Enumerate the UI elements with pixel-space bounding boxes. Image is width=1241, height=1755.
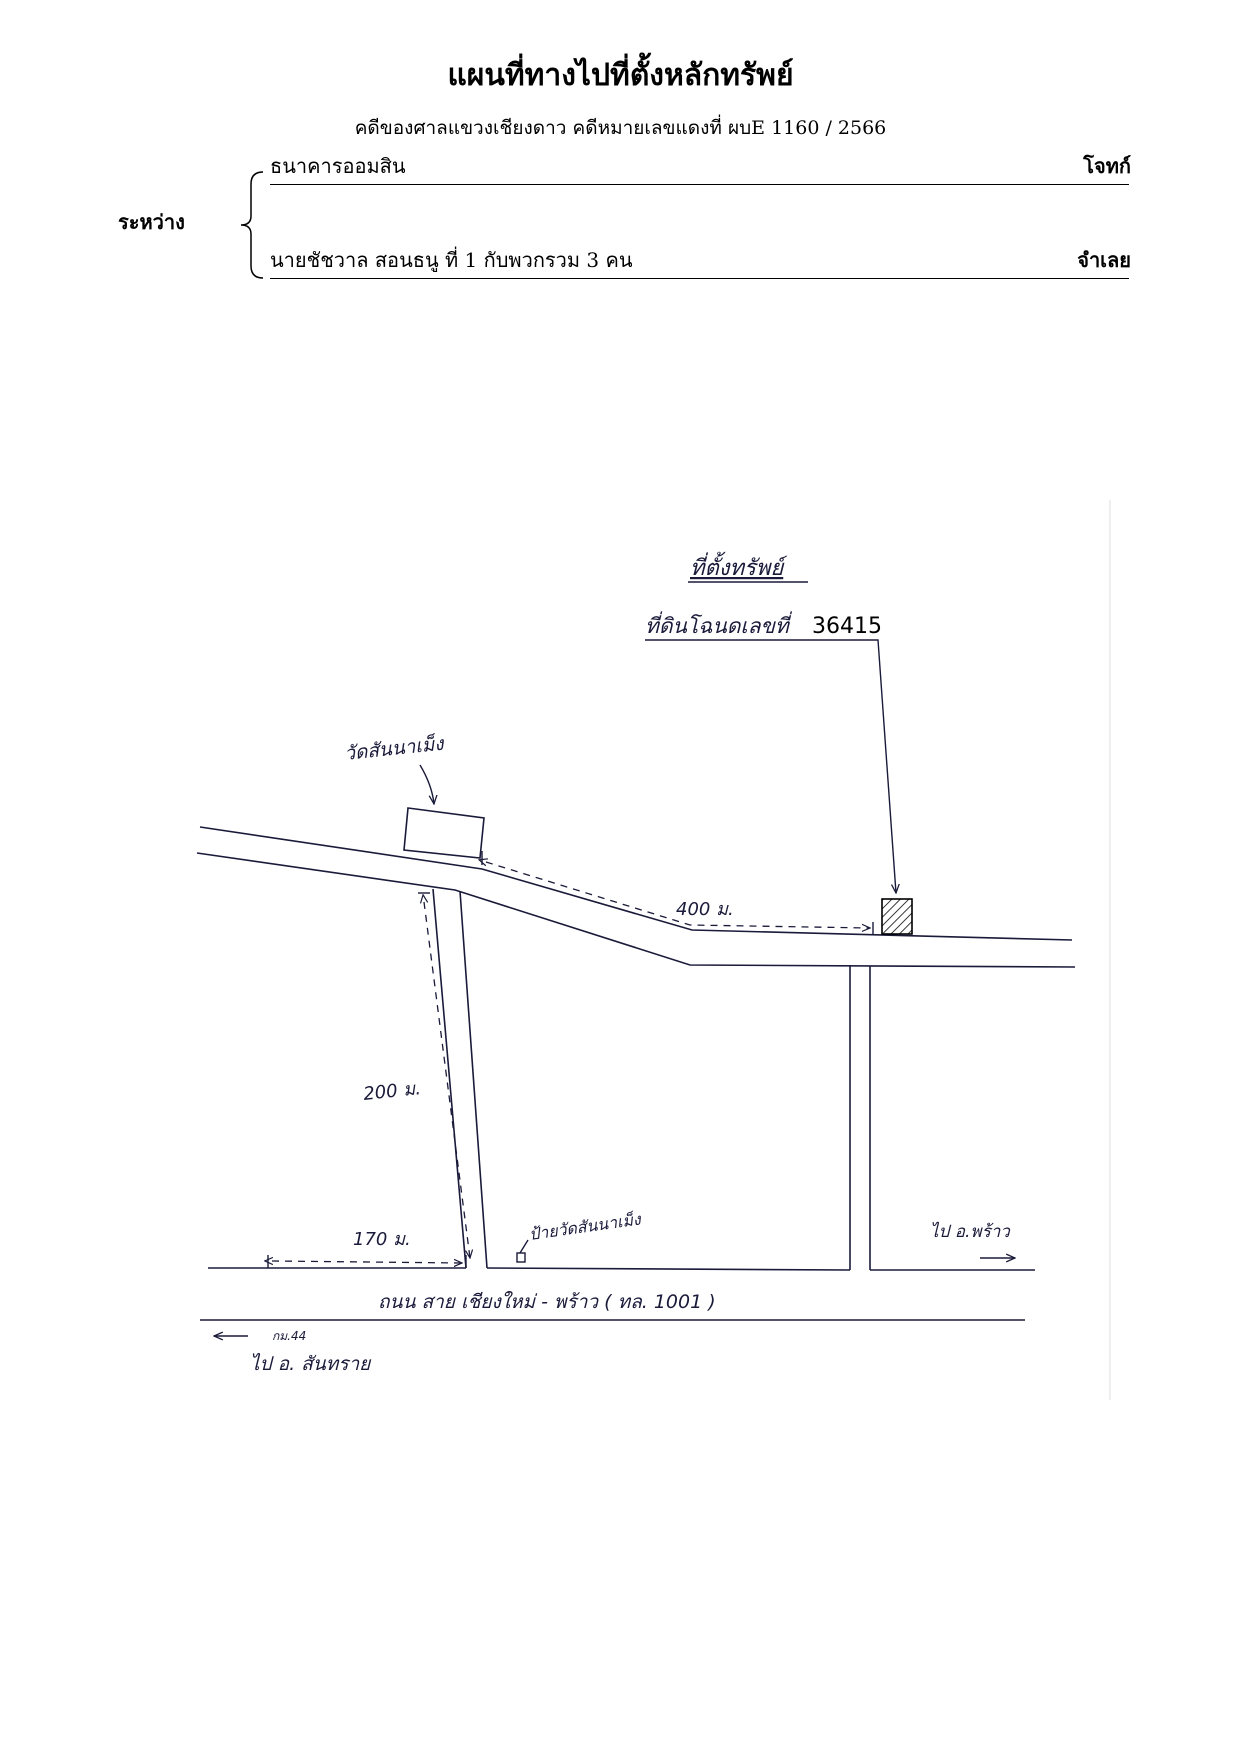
property-heading: ที่ตั้งทรัพย์ [690, 551, 788, 581]
distance-line-400 [486, 862, 870, 928]
defendant-name: นายชัชวาล สอนธนู ที่ 1 กับพวกรวม 3 คน [270, 248, 633, 272]
location-map: ที่ตั้งทรัพย์ ที่ดินโฉนดเลขที่ 36415 วัด… [196, 500, 1111, 1400]
temple-label: วัดสันนาเม็ง [343, 732, 446, 765]
to-sansai-label: ไป อ. สันทราย [250, 1352, 372, 1375]
distance-lines [272, 862, 870, 1263]
distance-170-label: 170 ม. [353, 1229, 411, 1250]
temple-sign-marker [516, 1252, 526, 1263]
plaintiff-name: ธนาคารออมสิน [270, 154, 406, 178]
upper-road-bottom-edge [196, 852, 1076, 968]
roads [196, 826, 1076, 1321]
sign-leader-arrow [519, 1239, 529, 1254]
main-road-top-middle [486, 1267, 851, 1271]
distance-ticks [267, 851, 874, 1268]
deed-leader-arrow [645, 639, 896, 893]
defendant-role: จำเลย [1077, 248, 1131, 272]
distance-line-200 [424, 902, 470, 1258]
property-parcel [881, 898, 913, 935]
between-label: ระหว่าง [118, 210, 185, 234]
distance-400-label: 400 ม. [676, 899, 734, 920]
plaintiff-line: ธนาคารออมสิน โจทก์ [270, 154, 1131, 185]
distance-line-170 [272, 1261, 462, 1263]
upper-road-top-edge [199, 826, 1073, 941]
plaintiff-role: โจทก์ [1083, 154, 1131, 178]
distance-200-label: 200 ม. [362, 1078, 422, 1105]
temple-sign-label: ป้ายวัดสันนาเม็ง [528, 1209, 643, 1244]
left-lane-left-edge [432, 888, 467, 1269]
km-marker-label: กม.44 [272, 1329, 306, 1343]
property-deed-label: ที่ดินโฉนดเลขที่ [645, 611, 793, 638]
document-title: แผนที่ทางไปที่ตั้งหลักทรัพย์ [447, 58, 794, 93]
leader-arrows [214, 639, 1015, 1336]
temple-leader-arrow [419, 764, 434, 804]
main-road-label: ถนน สาย เชียงใหม่ - พร้าว ( ทล. 1001 ) [378, 1290, 716, 1313]
defendant-line: นายชัชวาล สอนธนู ที่ 1 กับพวกรวม 3 คน จำ… [270, 248, 1131, 279]
deed-number: 36415 [812, 614, 882, 639]
case-number-line: คดีของศาลแขวงเชียงดาว คดีหมายเลขแดงที่ ผ… [354, 117, 887, 139]
to-phrao-label: ไป อ.พร้าว [930, 1221, 1011, 1242]
curly-brace [240, 171, 264, 279]
temple-building [403, 807, 485, 859]
